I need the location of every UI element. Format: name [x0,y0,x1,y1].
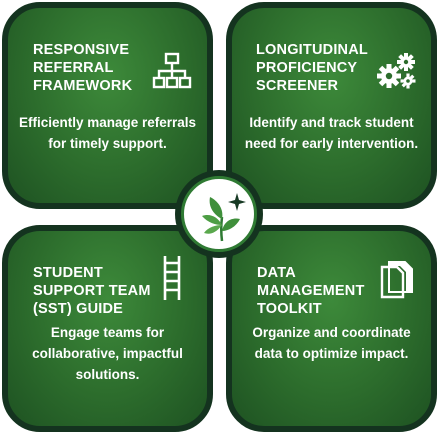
card-description: Engage teams for collaborative, impactfu… [32,325,183,382]
gears-icon [376,50,418,97]
card-description: Organize and coordinate data to optimize… [252,325,411,361]
card-data-management-toolkit: DATA MANAGEMENT TOOLKIT Organize and coo… [226,225,437,432]
card-student-support-team-guide: STUDENT SUPPORT TEAM (SST) GUIDE Engage … [2,225,213,432]
card-longitudinal-proficiency-screener: LONGITUDINAL PROFICIENCY SCREENER [226,2,437,209]
sprout-sparkle-icon [202,193,246,242]
card-title: RESPONSIVE REFERRAL FRAMEWORK [33,42,133,94]
center-logo [175,170,263,258]
card-description: Efficiently manage referrals for timely … [18,115,197,151]
card-title: DATA MANAGEMENT TOOLKIT [257,265,365,317]
card-responsive-referral-framework: RESPONSIVE REFERRAL FRAMEWORK Efficientl… [2,2,213,209]
card-title: LONGITUDINAL PROFICIENCY SCREENER [256,42,368,94]
card-title: STUDENT SUPPORT TEAM (SST) GUIDE [33,265,151,317]
card-description: Identify and track student need for earl… [244,115,419,151]
ladder-icon [162,255,182,306]
documents-icon [379,261,415,304]
hierarchy-icon [152,52,192,95]
